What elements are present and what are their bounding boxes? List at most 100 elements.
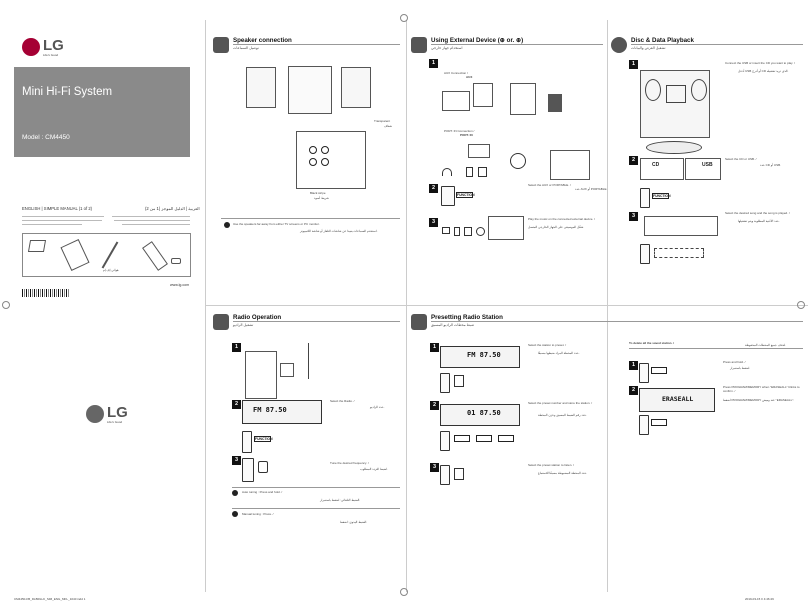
port-tag: PORT. IN (460, 134, 473, 138)
external-step3-devices (442, 224, 494, 240)
disc-function-button[interactable]: FUNCTION (652, 193, 669, 199)
preset-display-2: 01 87.50 (440, 404, 520, 426)
crop-mark-right (797, 301, 805, 309)
radio-title: Radio Operation (233, 314, 281, 321)
cover-panel: LG Life's Good Mini Hi-Fi System Model :… (0, 0, 205, 611)
disc-step2-remote (640, 188, 650, 208)
radio-step3-tune-icon (258, 461, 268, 473)
lg-tagline: Life's Good (43, 54, 58, 58)
external-function-button[interactable]: FUNCTION (456, 192, 473, 198)
radio-auto-icon (232, 490, 238, 496)
preset-step2-button-a[interactable] (454, 435, 470, 442)
radio-auto-text: Auto tuning : Press and hold. / (242, 491, 282, 495)
radio-manual-text-ar: الضبط اليدوي: اضغط. (340, 521, 367, 525)
radio-step2-text-ar: حدد الراديو. (370, 406, 384, 410)
speaker-left (246, 67, 276, 108)
preset-display-1: FM 87.50 (440, 346, 520, 368)
disc-step3-badge: 3 (629, 212, 638, 221)
delete-step2-button[interactable] (651, 419, 667, 426)
radio-manual-rule (232, 508, 400, 509)
preset-step3-text-ar: حدد المحطة المضبوطة مسبقًا للاستماع. (538, 472, 587, 476)
preset-step3-badge: 3 (430, 463, 439, 472)
external-step1-badge: 1 (429, 59, 438, 68)
radio-auto-rule (232, 487, 400, 488)
product-title: Mini Hi-Fi System (22, 86, 117, 99)
speaker-title-rule (233, 44, 400, 45)
delete-step2-badge: 2 (629, 386, 638, 395)
delete-title-rule (629, 348, 803, 349)
disc-step3-buttons[interactable] (654, 248, 704, 258)
preset-step3-text: Select the preset station to listen. / (528, 464, 574, 468)
website: www.lg.com (170, 283, 189, 287)
arabic-language-line: العربية | الدليل الموجز (1 من 2) (145, 207, 200, 211)
label-black-ar: شريط أسود (314, 197, 329, 201)
delete-step2-text-ar: اضغط PROGRAM/MEMORY عند وميض "ERASEALL". (723, 399, 803, 403)
radio-step3-badge: 3 (232, 456, 241, 465)
radio-step3-remote (242, 458, 254, 482)
disc-step3-unit (644, 216, 718, 236)
batteries-icon (171, 258, 181, 264)
radio-function-button[interactable]: FUNCTION (254, 436, 271, 442)
terminal-plug-3 (309, 158, 317, 166)
external-section: Using External Device (⊕ or. ⊕) استخدام … (410, 36, 605, 296)
radio-step2-remote (242, 431, 252, 453)
mini-system-box (550, 150, 590, 180)
disc-step1-badge: 1 (629, 60, 638, 69)
main-unit-back (288, 66, 332, 114)
aux-tag: AUX (466, 76, 472, 80)
disc-step1-text: Connect the USB or insert the CD you wan… (725, 62, 795, 66)
accessory-caption: هوائي إف إم (103, 269, 119, 273)
radio-manual-text: Manual tuning : Press. / (242, 513, 274, 517)
preset-step1-badge: 1 (430, 343, 439, 352)
delete-step1-button[interactable] (651, 367, 667, 374)
aux-unit-box (510, 83, 536, 115)
radio-antenna-unit (245, 351, 277, 399)
radio-title-rule (233, 321, 400, 322)
radio-section: Radio Operation تشغيل الراديو 1 2 FM 87.… (210, 313, 400, 583)
lg-logo-text: LG (43, 37, 64, 54)
disc-title-rule (631, 44, 803, 45)
speaker-note: Use the speakers far away from either TV… (233, 223, 320, 227)
cover-text-block (22, 214, 192, 228)
lg-logo-back-text: LG (107, 404, 128, 421)
speaker-terminal-closeup (296, 131, 366, 189)
preset-step2-remote (440, 431, 450, 451)
disc-step3-text: Select the desired song and the song is … (725, 212, 790, 216)
preset-title-rule (431, 321, 803, 322)
label-transparent-ar: شفاف (384, 125, 392, 129)
aux-device-icon (548, 94, 562, 112)
disc-unit (640, 70, 710, 138)
preset-step2-button-c[interactable] (498, 435, 514, 442)
lg-tagline-back: Life's Good (107, 421, 122, 425)
cover-dark-block (14, 67, 190, 157)
speaker-note-rule (221, 218, 400, 219)
preset-step3-tune-icon (454, 468, 464, 480)
lg-logo-back-icon (86, 405, 104, 423)
external-subtitle: استخدام جهاز خارجي (431, 46, 463, 50)
radio-step1-badge: 1 (232, 343, 241, 352)
disc-step2-text: Select the CD or USB. / (725, 158, 757, 162)
radio-antenna-jack (280, 363, 294, 377)
terminal-plug-2 (321, 146, 329, 154)
radio-step3-text-ar: اضبط التردد المطلوب. (360, 468, 388, 472)
port-jack-box (468, 144, 490, 158)
disc-usb-display: USB (685, 158, 721, 180)
external-step2-remote (441, 186, 455, 206)
speaker-right (341, 67, 371, 108)
disc-step3-text-ar: حدد الأغنية المطلوبة ويتم تشغيلها. (738, 220, 780, 224)
delete-title: To delete all the saved station. / (629, 342, 674, 346)
preset-step3-remote (440, 465, 450, 485)
model-label: Model : CM4450 (22, 134, 70, 141)
disc-section: Disc & Data Playback تشغيل القرص والبيان… (610, 36, 805, 296)
preset-step2-button-b[interactable] (476, 435, 492, 442)
radio-antenna-wire (308, 343, 309, 379)
external-step2-text: Select the AUX or PORTABLE. / (528, 184, 571, 188)
disc-step2-text-ar: حدد CD أو USB. (760, 164, 781, 168)
lg-logo-back: LG Life's Good (86, 404, 146, 426)
disc-cd-display: CD (640, 158, 684, 180)
radio-step2-text: Select the Radio. / (330, 400, 355, 404)
cd-icon (510, 153, 526, 169)
external-title-rule (431, 44, 603, 45)
tv-icon (442, 91, 470, 111)
phone-icon (466, 167, 473, 177)
